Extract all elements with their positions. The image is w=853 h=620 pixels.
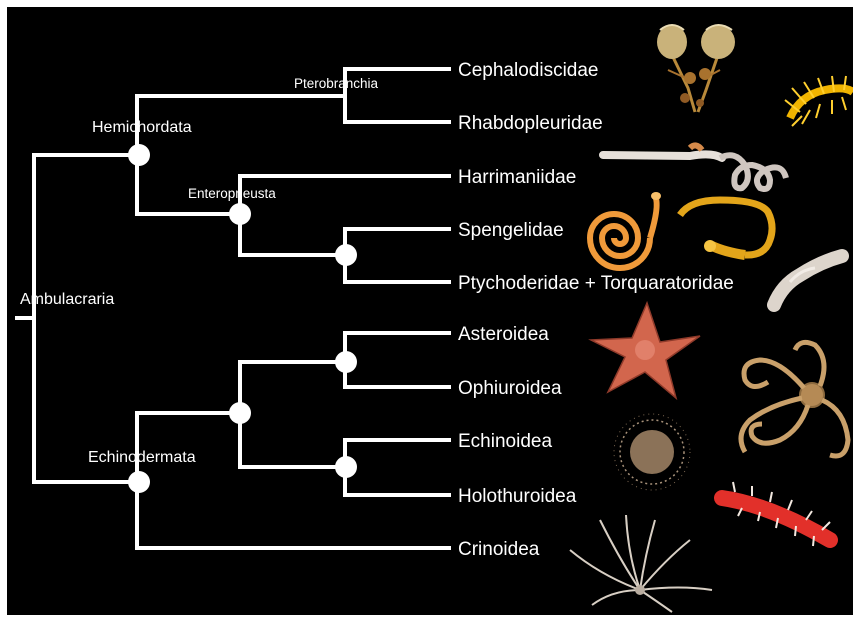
taxon-label: Echinoidea bbox=[458, 431, 552, 452]
taxon-label: Ptychoderidae + Torquaratoridae bbox=[458, 273, 734, 294]
taxon-label: Ophiuroidea bbox=[458, 378, 562, 399]
node-spengelid-ptychoderid bbox=[335, 244, 357, 266]
taxon-label: Asteroidea bbox=[458, 324, 549, 345]
taxon-label: Cephalodiscidae bbox=[458, 60, 599, 81]
phylogeny-tree-canvas: Ambulacraria Hemichordata Pterobranchia … bbox=[7, 7, 853, 615]
taxon-label: Holothuroidea bbox=[458, 486, 577, 507]
taxon-label: Crinoidea bbox=[458, 539, 540, 560]
node-echinodermata bbox=[128, 471, 150, 493]
background bbox=[7, 7, 853, 615]
node-asterozoa bbox=[335, 351, 357, 373]
node-enteropneusta bbox=[229, 203, 251, 225]
node-echinozoa bbox=[335, 456, 357, 478]
node-hemichordata bbox=[128, 144, 150, 166]
clade-label-hemichordata: Hemichordata bbox=[92, 119, 192, 136]
node-eleutherozoa bbox=[229, 402, 251, 424]
clade-label-pterobranchia: Pterobranchia bbox=[294, 76, 379, 91]
taxon-label: Rhabdopleuridae bbox=[458, 113, 603, 134]
taxon-label: Harrimaniidae bbox=[458, 167, 576, 188]
taxon-label: Spengelidae bbox=[458, 220, 564, 241]
clade-label-enteropneusta: Enteropneusta bbox=[188, 186, 276, 201]
figure-panel: Ambulacraria Hemichordata Pterobranchia … bbox=[7, 7, 853, 615]
clade-label-ambulacraria: Ambulacraria bbox=[20, 291, 114, 308]
clade-label-echinodermata: Echinodermata bbox=[88, 449, 196, 466]
